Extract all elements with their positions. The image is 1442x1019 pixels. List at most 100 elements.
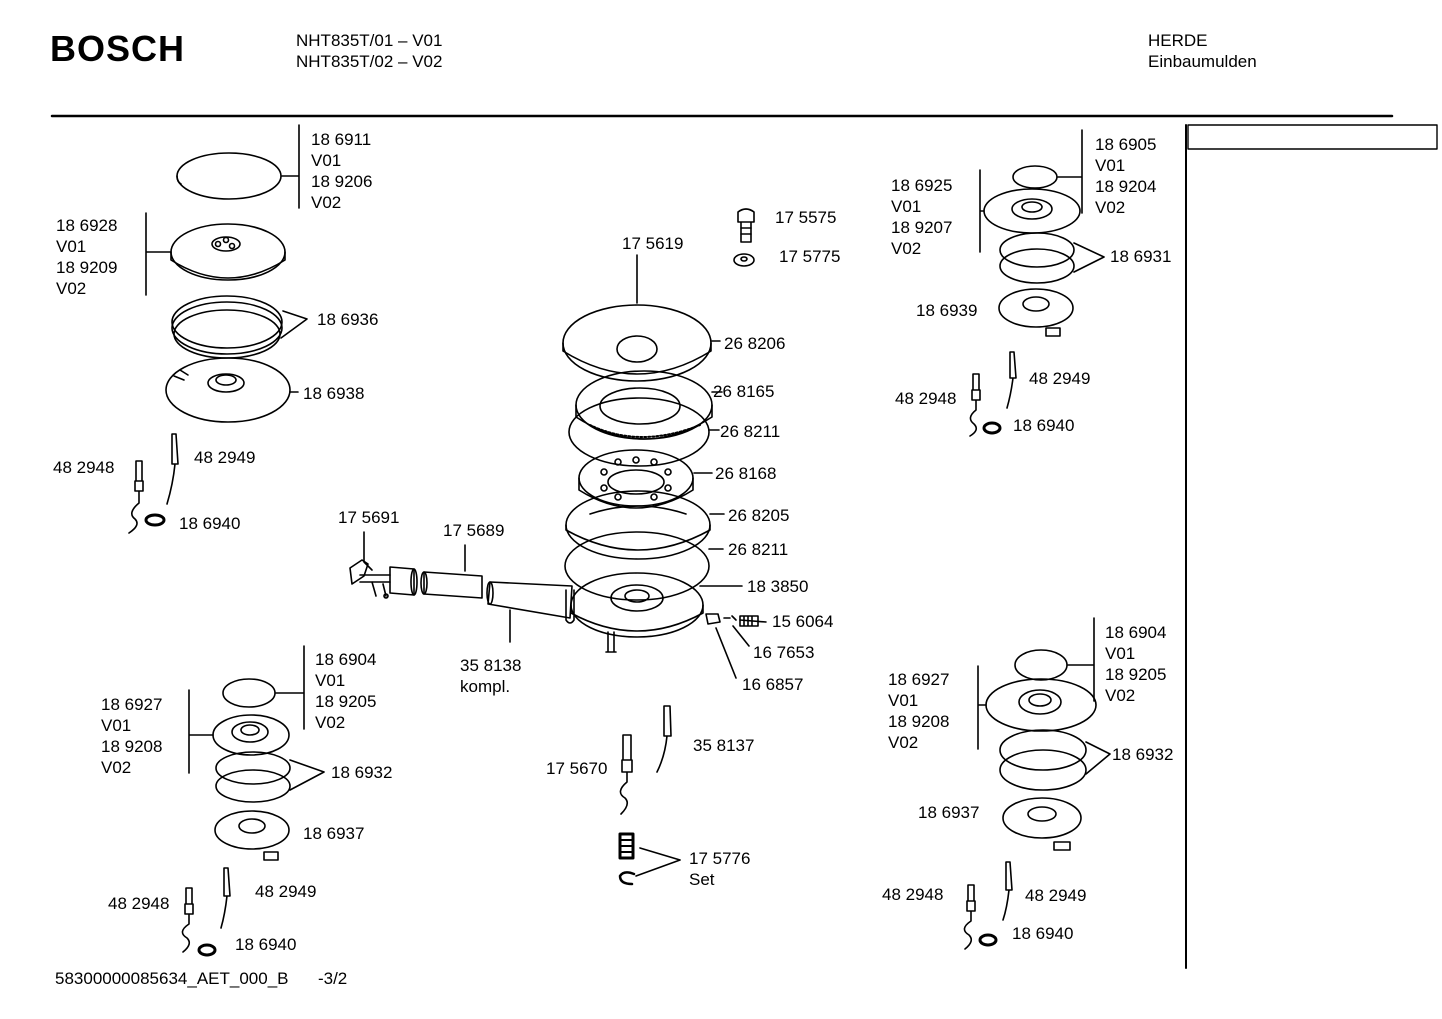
category-line: Einbaumulden <box>1148 52 1257 71</box>
info-box <box>1188 125 1437 149</box>
part-label: 26 8205 <box>728 506 790 525</box>
leader-line <box>290 760 324 790</box>
part-label: 15 6064 <box>772 612 834 631</box>
leader-line <box>1074 243 1104 272</box>
burner-head <box>171 224 285 280</box>
igniter <box>970 374 980 436</box>
burner-bottom-left <box>182 646 324 955</box>
burner-plate <box>566 491 710 559</box>
part-label: 26 8211 <box>720 422 781 441</box>
part-label: 48 2948 <box>882 885 944 904</box>
seal-ring <box>1000 233 1074 283</box>
spring <box>620 834 633 858</box>
thermocouple <box>221 868 230 928</box>
thermocouple <box>657 706 671 772</box>
thermocouple <box>1003 862 1012 920</box>
part-label: 26 8168 <box>715 464 777 483</box>
category-line: HERDE <box>1148 31 1208 50</box>
part-label: 26 8211 <box>728 540 789 559</box>
part-label: 17 5575 <box>775 208 837 227</box>
part-label: 48 2949 <box>194 448 256 467</box>
leader-line <box>189 690 213 773</box>
burner-cap <box>1013 166 1057 188</box>
part-label: 18 3850 <box>747 577 809 596</box>
part-label: 18 6939 <box>916 301 978 320</box>
part-label: 18 6937 <box>918 803 980 822</box>
washer <box>980 935 996 945</box>
page-number: -3/2 <box>317 969 348 988</box>
burner-base <box>999 289 1073 336</box>
part-label: 18 6931 <box>1110 247 1172 266</box>
burner-cap <box>1015 650 1067 680</box>
igniter <box>182 888 193 952</box>
burner-top-left <box>129 125 307 533</box>
leader-line <box>1068 618 1094 701</box>
burner-top-right <box>970 130 1104 436</box>
doc-id: 58300000085634_AET_000_B <box>55 969 289 988</box>
part-label: 48 2949 <box>1025 886 1087 905</box>
burner-cap <box>177 153 281 199</box>
part-label: 16 6857 <box>742 675 804 694</box>
part-label: 18 6936 <box>317 310 379 329</box>
leader-line <box>1058 130 1082 213</box>
leader-line <box>276 646 304 729</box>
seal-ring <box>172 296 282 358</box>
part-label: 26 8165 <box>713 382 775 401</box>
seal-ring <box>1000 730 1086 790</box>
burner-cover <box>563 305 711 381</box>
washer <box>199 945 215 955</box>
model-list: NHT835T/01 – V01 NHT835T/02 – V02 <box>296 30 442 72</box>
part-label: 26 8206 <box>724 334 786 353</box>
leader-line <box>716 628 736 678</box>
part-label: 18 6940 <box>235 935 297 954</box>
category: HERDE Einbaumulden <box>1148 30 1257 72</box>
burner-head <box>984 189 1080 233</box>
burner-crown <box>579 450 693 508</box>
thermocouple <box>1007 352 1016 408</box>
leader-line <box>282 125 299 208</box>
burner-bottom-right <box>964 618 1110 949</box>
screw <box>738 209 754 242</box>
part-label: 17 5619 <box>622 234 684 253</box>
part-label: 48 2949 <box>1029 369 1091 388</box>
leader-line <box>733 626 749 646</box>
brand-logo: BOSCH <box>50 28 186 69</box>
part-label: 48 2948 <box>895 389 957 408</box>
burner-head <box>213 715 289 755</box>
leader-line <box>980 170 984 252</box>
part-label: 17 5670 <box>546 759 608 778</box>
part-label: 18 6940 <box>1013 416 1075 435</box>
doc-footer: 58300000085634_AET_000_B -3/2 <box>55 969 347 989</box>
model-line: NHT835T/02 – V02 <box>296 52 443 71</box>
gas-pipe <box>421 572 572 618</box>
washer <box>146 515 164 525</box>
leader-line <box>740 620 766 622</box>
part-label: 48 2948 <box>108 894 170 913</box>
seal-ring <box>216 752 290 802</box>
part-label: 16 7653 <box>753 643 815 662</box>
screw-washer <box>734 254 754 266</box>
burner-center <box>350 209 766 884</box>
part-label: 18 6937 <box>303 824 365 843</box>
burner-cap <box>223 679 275 707</box>
o-ring <box>569 398 709 466</box>
part-label: 18 6940 <box>179 514 241 533</box>
model-line: NHT835T/01 – V01 <box>296 31 443 50</box>
clip <box>620 872 634 884</box>
part-label: 17 5691 <box>338 508 400 527</box>
gas-valve <box>350 560 417 598</box>
leader-line <box>636 848 680 876</box>
burner-body <box>566 573 703 652</box>
burner-base <box>1003 798 1081 850</box>
part-label: 18 6932 <box>1112 745 1174 764</box>
